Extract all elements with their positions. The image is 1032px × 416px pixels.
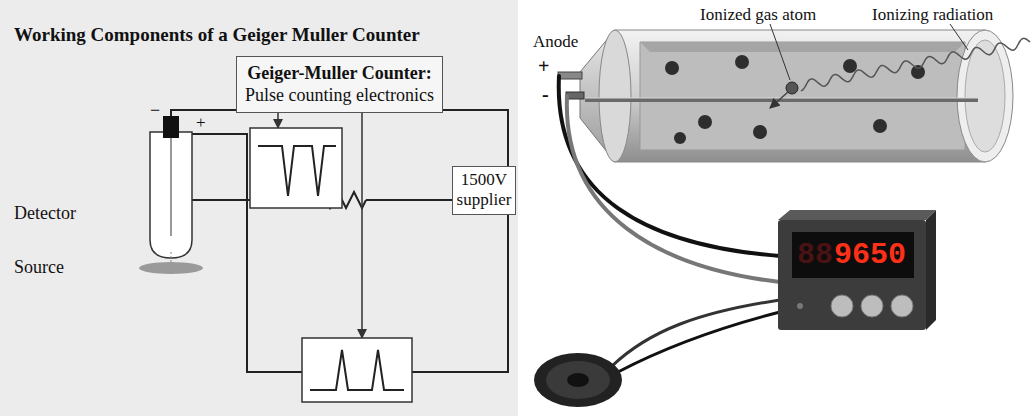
pulse-display — [302, 338, 412, 402]
radiation-source — [139, 252, 203, 274]
display-digits: 88 — [797, 240, 833, 270]
digital-counter — [891, 295, 913, 317]
connector-pin — [558, 72, 584, 99]
gm-tube — [957, 30, 1013, 162]
digital-counter — [861, 295, 883, 317]
callout-label: Ionizing radiation — [872, 6, 993, 23]
gm-tube — [599, 30, 631, 162]
digital-counter — [926, 210, 936, 330]
digital-counter — [831, 295, 853, 317]
pulse-display — [310, 350, 404, 390]
terminal-sign: + — [538, 56, 549, 76]
figure-title: Working Components of a Geiger Muller Co… — [14, 24, 420, 46]
electronics-label-box: Geiger-Muller Counter:Pulse counting ele… — [236, 56, 443, 113]
speaker — [567, 373, 589, 387]
gm-tube — [665, 61, 679, 75]
pulse-display — [258, 146, 336, 196]
gm-tube — [698, 115, 712, 129]
gm-tube — [640, 42, 965, 150]
speaker — [534, 353, 622, 407]
gm-tube — [665, 55, 925, 144]
box-heading: Geiger-Muller Counter: — [243, 63, 436, 85]
detector-tube — [150, 132, 192, 258]
connector-pin — [558, 72, 582, 79]
cable — [567, 96, 780, 282]
gm-tube — [615, 30, 985, 162]
gm-tube — [873, 119, 887, 133]
radiation-wave — [801, 38, 1030, 91]
leader-line — [770, 24, 968, 80]
gm-tube — [753, 125, 767, 139]
digital-counter — [797, 303, 803, 309]
circuit-wire — [171, 110, 508, 372]
detector-tube — [170, 138, 172, 236]
leader-line — [770, 24, 790, 80]
digital-counter — [778, 210, 936, 220]
pointer-arrow — [361, 100, 363, 338]
pulse-display — [302, 338, 412, 402]
pulse-display — [250, 128, 342, 208]
detector-tube — [150, 116, 192, 258]
cable — [559, 76, 780, 372]
power-supply-box: 1500V supplier — [452, 166, 516, 215]
terminal-sign: - — [542, 84, 549, 104]
circuit-wire — [412, 195, 508, 372]
pulse-display — [250, 128, 342, 208]
digital-counter — [778, 210, 936, 330]
digital-counter — [778, 220, 926, 330]
gm-tube — [911, 65, 925, 79]
gm-tube — [580, 30, 1013, 162]
part-name: Anode — [533, 33, 578, 50]
display-digits: 9650 — [834, 240, 906, 270]
cable — [612, 300, 780, 366]
digital-counter — [792, 232, 914, 278]
box-text: Pulse counting electronics — [243, 85, 436, 107]
speaker — [534, 353, 622, 407]
gm-tube — [965, 40, 1005, 152]
terminal-sign: − — [150, 101, 160, 119]
detector-tube — [163, 116, 179, 138]
terminal-sign: + — [196, 114, 206, 131]
panel-ground — [0, 0, 518, 416]
box-heading: 1500V supplier — [456, 170, 512, 211]
gm-tube — [674, 132, 686, 144]
callout-label: Ionized gas atom — [700, 6, 816, 23]
speaker — [546, 361, 610, 399]
part-name: Source — [14, 258, 64, 276]
cable — [559, 76, 780, 256]
radiation-source — [139, 262, 203, 274]
leader-line — [950, 24, 968, 50]
gm-tube — [843, 59, 857, 73]
cable — [618, 312, 780, 372]
circuit-wire — [366, 199, 452, 201]
radiation-source — [171, 252, 172, 262]
gm-tube — [640, 42, 965, 52]
part-name: Detector — [14, 204, 76, 222]
gm-tube — [735, 55, 749, 69]
gm-tube — [770, 92, 788, 108]
